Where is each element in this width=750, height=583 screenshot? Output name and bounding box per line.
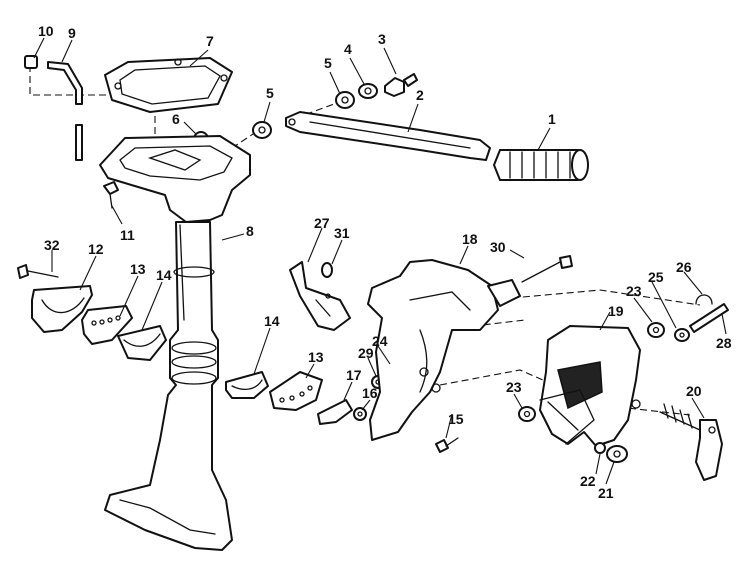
callout-31: 31 — [334, 225, 350, 241]
callout-13a: 13 — [130, 261, 146, 277]
part-8-drive-shaft-housing — [99, 135, 251, 551]
callout-7: 7 — [206, 33, 214, 49]
callout-5b: 5 — [266, 85, 274, 101]
callout-10: 10 — [38, 23, 54, 39]
callout-2: 2 — [416, 87, 424, 103]
part-32-bolt — [17, 264, 59, 279]
part-16-nut — [353, 407, 367, 421]
callout-23b: 23 — [506, 379, 522, 395]
part-28-pin — [689, 303, 729, 333]
callout-32: 32 — [44, 237, 60, 253]
part-30-bolt — [521, 255, 573, 283]
part-23-washer-lower — [518, 406, 536, 422]
callout-3: 3 — [378, 31, 386, 47]
part-2-tiller-arm — [285, 111, 491, 161]
callout-15: 15 — [448, 411, 464, 427]
part-5-washer-right — [335, 91, 355, 109]
part-22-nut — [594, 442, 606, 454]
part-26-u-clip — [695, 294, 713, 305]
callout-leader-lines — [33, 37, 727, 485]
callout-18: 18 — [462, 231, 478, 247]
callout-29: 29 — [358, 345, 374, 361]
callout-23a: 23 — [626, 283, 642, 299]
callout-17: 17 — [346, 367, 362, 383]
part-13-bushing-right — [269, 371, 323, 411]
part-14-liner-right — [225, 371, 269, 399]
callout-5a: 5 — [324, 55, 332, 71]
callout-30: 30 — [490, 239, 506, 255]
part-21-washer — [606, 445, 628, 463]
part-23-washer-upper — [647, 322, 665, 338]
part-9-bent-rod — [47, 61, 83, 161]
callout-16: 16 — [362, 385, 378, 401]
part-25-washer — [674, 328, 690, 342]
callout-6: 6 — [172, 111, 180, 127]
part-4-washer — [358, 83, 378, 99]
part-20-thumb-screw — [659, 403, 723, 481]
part-7-gasket — [104, 57, 233, 113]
callout-21: 21 — [598, 485, 614, 501]
callout-13b: 13 — [308, 349, 324, 365]
callout-9: 9 — [68, 25, 76, 41]
part-3-bolt — [384, 73, 418, 97]
part-19-swivel-bracket — [539, 325, 641, 447]
part-18-stern-bracket — [367, 259, 521, 441]
callout-14b: 14 — [264, 313, 280, 329]
callout-12: 12 — [88, 241, 104, 257]
callout-25: 25 — [648, 269, 664, 285]
callout-14a: 14 — [156, 267, 172, 283]
part-27-bracket — [289, 261, 351, 331]
callout-22: 22 — [580, 473, 596, 489]
callout-24: 24 — [372, 333, 388, 349]
part-12-clamp-half — [31, 285, 93, 333]
part-15-screw — [435, 437, 459, 453]
callout-4: 4 — [344, 41, 352, 57]
part-11-screw — [103, 181, 119, 209]
part-5-washer-left — [252, 121, 272, 139]
callout-26: 26 — [676, 259, 692, 275]
callout-28: 28 — [716, 335, 732, 351]
callout-11: 11 — [120, 227, 135, 243]
callout-20: 20 — [686, 383, 702, 399]
callout-19: 19 — [608, 303, 624, 319]
callout-8: 8 — [246, 223, 254, 239]
part-13-bushing-left — [81, 305, 133, 345]
part-17-spring-clip — [317, 399, 353, 425]
part-31-pin — [321, 262, 333, 278]
callout-labels: 1 2 3 4 5 5 6 7 8 9 10 11 12 13 13 14 14… — [38, 23, 732, 501]
part-14-liner-left — [117, 325, 167, 361]
callout-27: 27 — [314, 215, 330, 231]
callout-1: 1 — [548, 111, 556, 127]
part-1-tiller-grip — [493, 149, 589, 181]
part-10-clip — [24, 55, 38, 69]
